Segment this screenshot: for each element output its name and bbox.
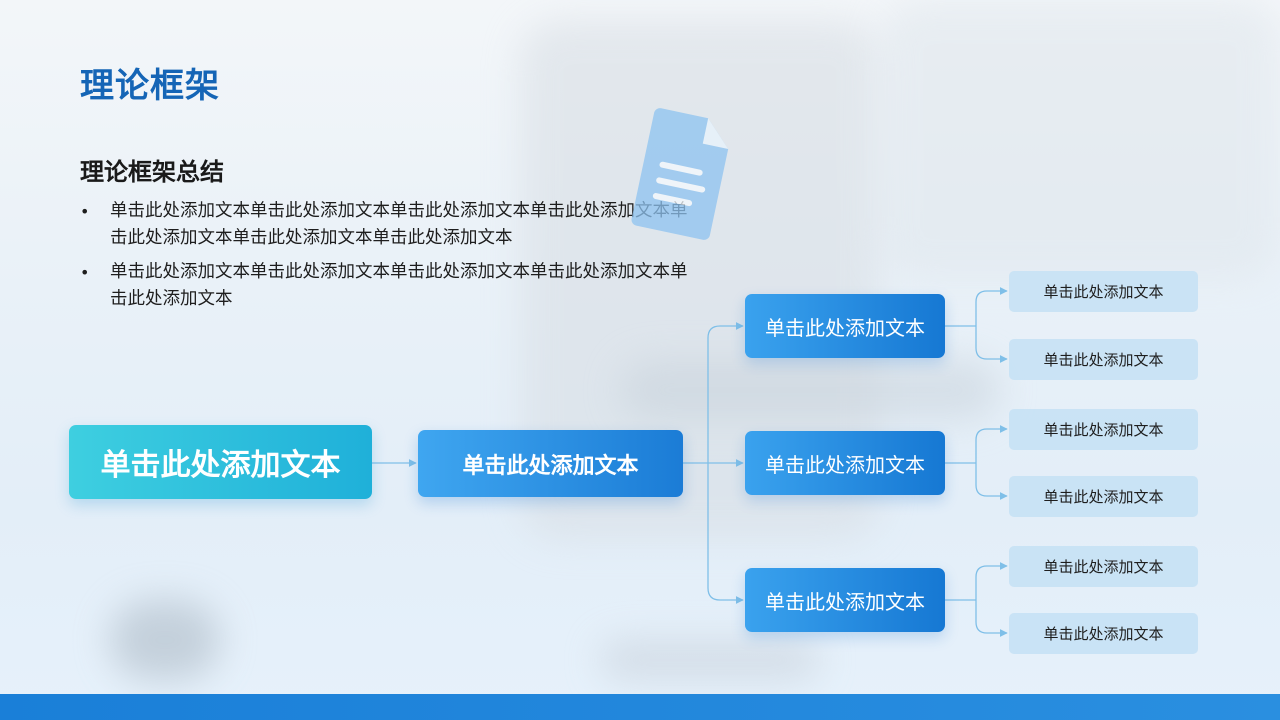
bullet-dot: •: [80, 263, 90, 282]
level2-node-2[interactable]: 单击此处添加文本: [745, 431, 945, 495]
connector-level2-leaf: [975, 425, 1008, 463]
level2-node-1[interactable]: 单击此处添加文本: [745, 294, 945, 358]
connector-level2-leaf: [975, 562, 1008, 600]
connector-level2-leaf: [975, 287, 1008, 326]
connector-level1-level2-bottom: [707, 463, 744, 604]
section-subtitle: 理论框架总结: [80, 158, 224, 186]
bullet-item: • 单击此处添加文本单击此处添加文本单击此处添加文本单击此处添加文本单击此处添加…: [80, 198, 690, 252]
level2-node-3[interactable]: 单击此处添加文本: [745, 568, 945, 632]
bullet-item: • 单击此处添加文本单击此处添加文本单击此处添加文本单击此处添加文本单击此处添加…: [80, 259, 690, 313]
leaf-node-1-1[interactable]: 单击此处添加文本: [1009, 271, 1198, 312]
connector-level1-level2-top: [707, 322, 744, 463]
connector-level2-leaf: [975, 600, 1008, 637]
bullet-text: 单击此处添加文本单击此处添加文本单击此处添加文本单击此处添加文本单击此处添加文本…: [110, 201, 688, 248]
page-title: 理论框架: [80, 66, 220, 106]
document-icon: [631, 108, 729, 240]
bullet-list: • 单击此处添加文本单击此处添加文本单击此处添加文本单击此处添加文本单击此处添加…: [80, 198, 690, 320]
connector-level2-leaf: [975, 463, 1008, 500]
leaf-node-2-1[interactable]: 单击此处添加文本: [1009, 409, 1198, 450]
bullet-dot: •: [80, 202, 90, 221]
leaf-node-3-2[interactable]: 单击此处添加文本: [1009, 613, 1198, 654]
level1-node[interactable]: 单击此处添加文本: [418, 430, 683, 497]
bottom-accent-bar: [0, 694, 1280, 720]
root-node[interactable]: 单击此处添加文本: [69, 425, 372, 499]
leaf-node-2-2[interactable]: 单击此处添加文本: [1009, 476, 1198, 517]
bullet-text: 单击此处添加文本单击此处添加文本单击此处添加文本单击此处添加文本单击此处添加文本: [110, 262, 688, 309]
connector-level2-leaf: [975, 326, 1008, 363]
leaf-node-1-2[interactable]: 单击此处添加文本: [1009, 339, 1198, 380]
leaf-node-3-1[interactable]: 单击此处添加文本: [1009, 546, 1198, 587]
